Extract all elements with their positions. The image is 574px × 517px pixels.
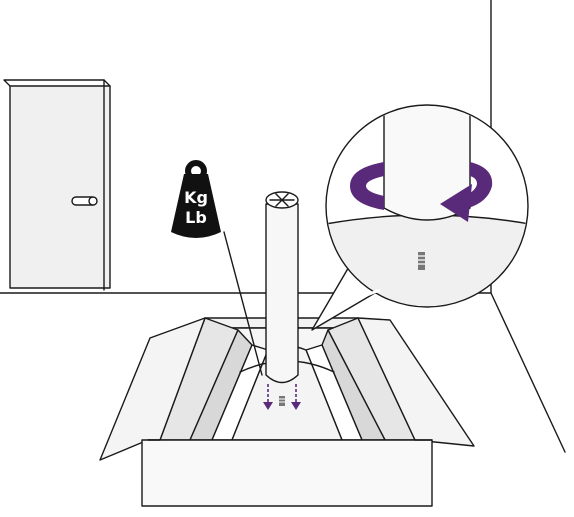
rotate-clockwise-icon bbox=[350, 162, 493, 222]
weight-lb-label: Lb bbox=[185, 208, 207, 227]
screw-icon bbox=[279, 396, 285, 406]
weight-pointer-line bbox=[223, 231, 263, 376]
magnified-screw-icon bbox=[418, 252, 425, 270]
door bbox=[3, 79, 111, 291]
pole-cap-spokes bbox=[269, 193, 295, 207]
door-handle-icon bbox=[71, 196, 98, 206]
callout-magnifier bbox=[311, 104, 529, 331]
pole bbox=[265, 191, 299, 384]
open-box bbox=[99, 317, 475, 507]
weight-kg-label: Kg bbox=[184, 188, 208, 207]
insert-down-arrows-icon bbox=[263, 384, 301, 410]
weight-icon: Kg Lb bbox=[171, 160, 221, 238]
